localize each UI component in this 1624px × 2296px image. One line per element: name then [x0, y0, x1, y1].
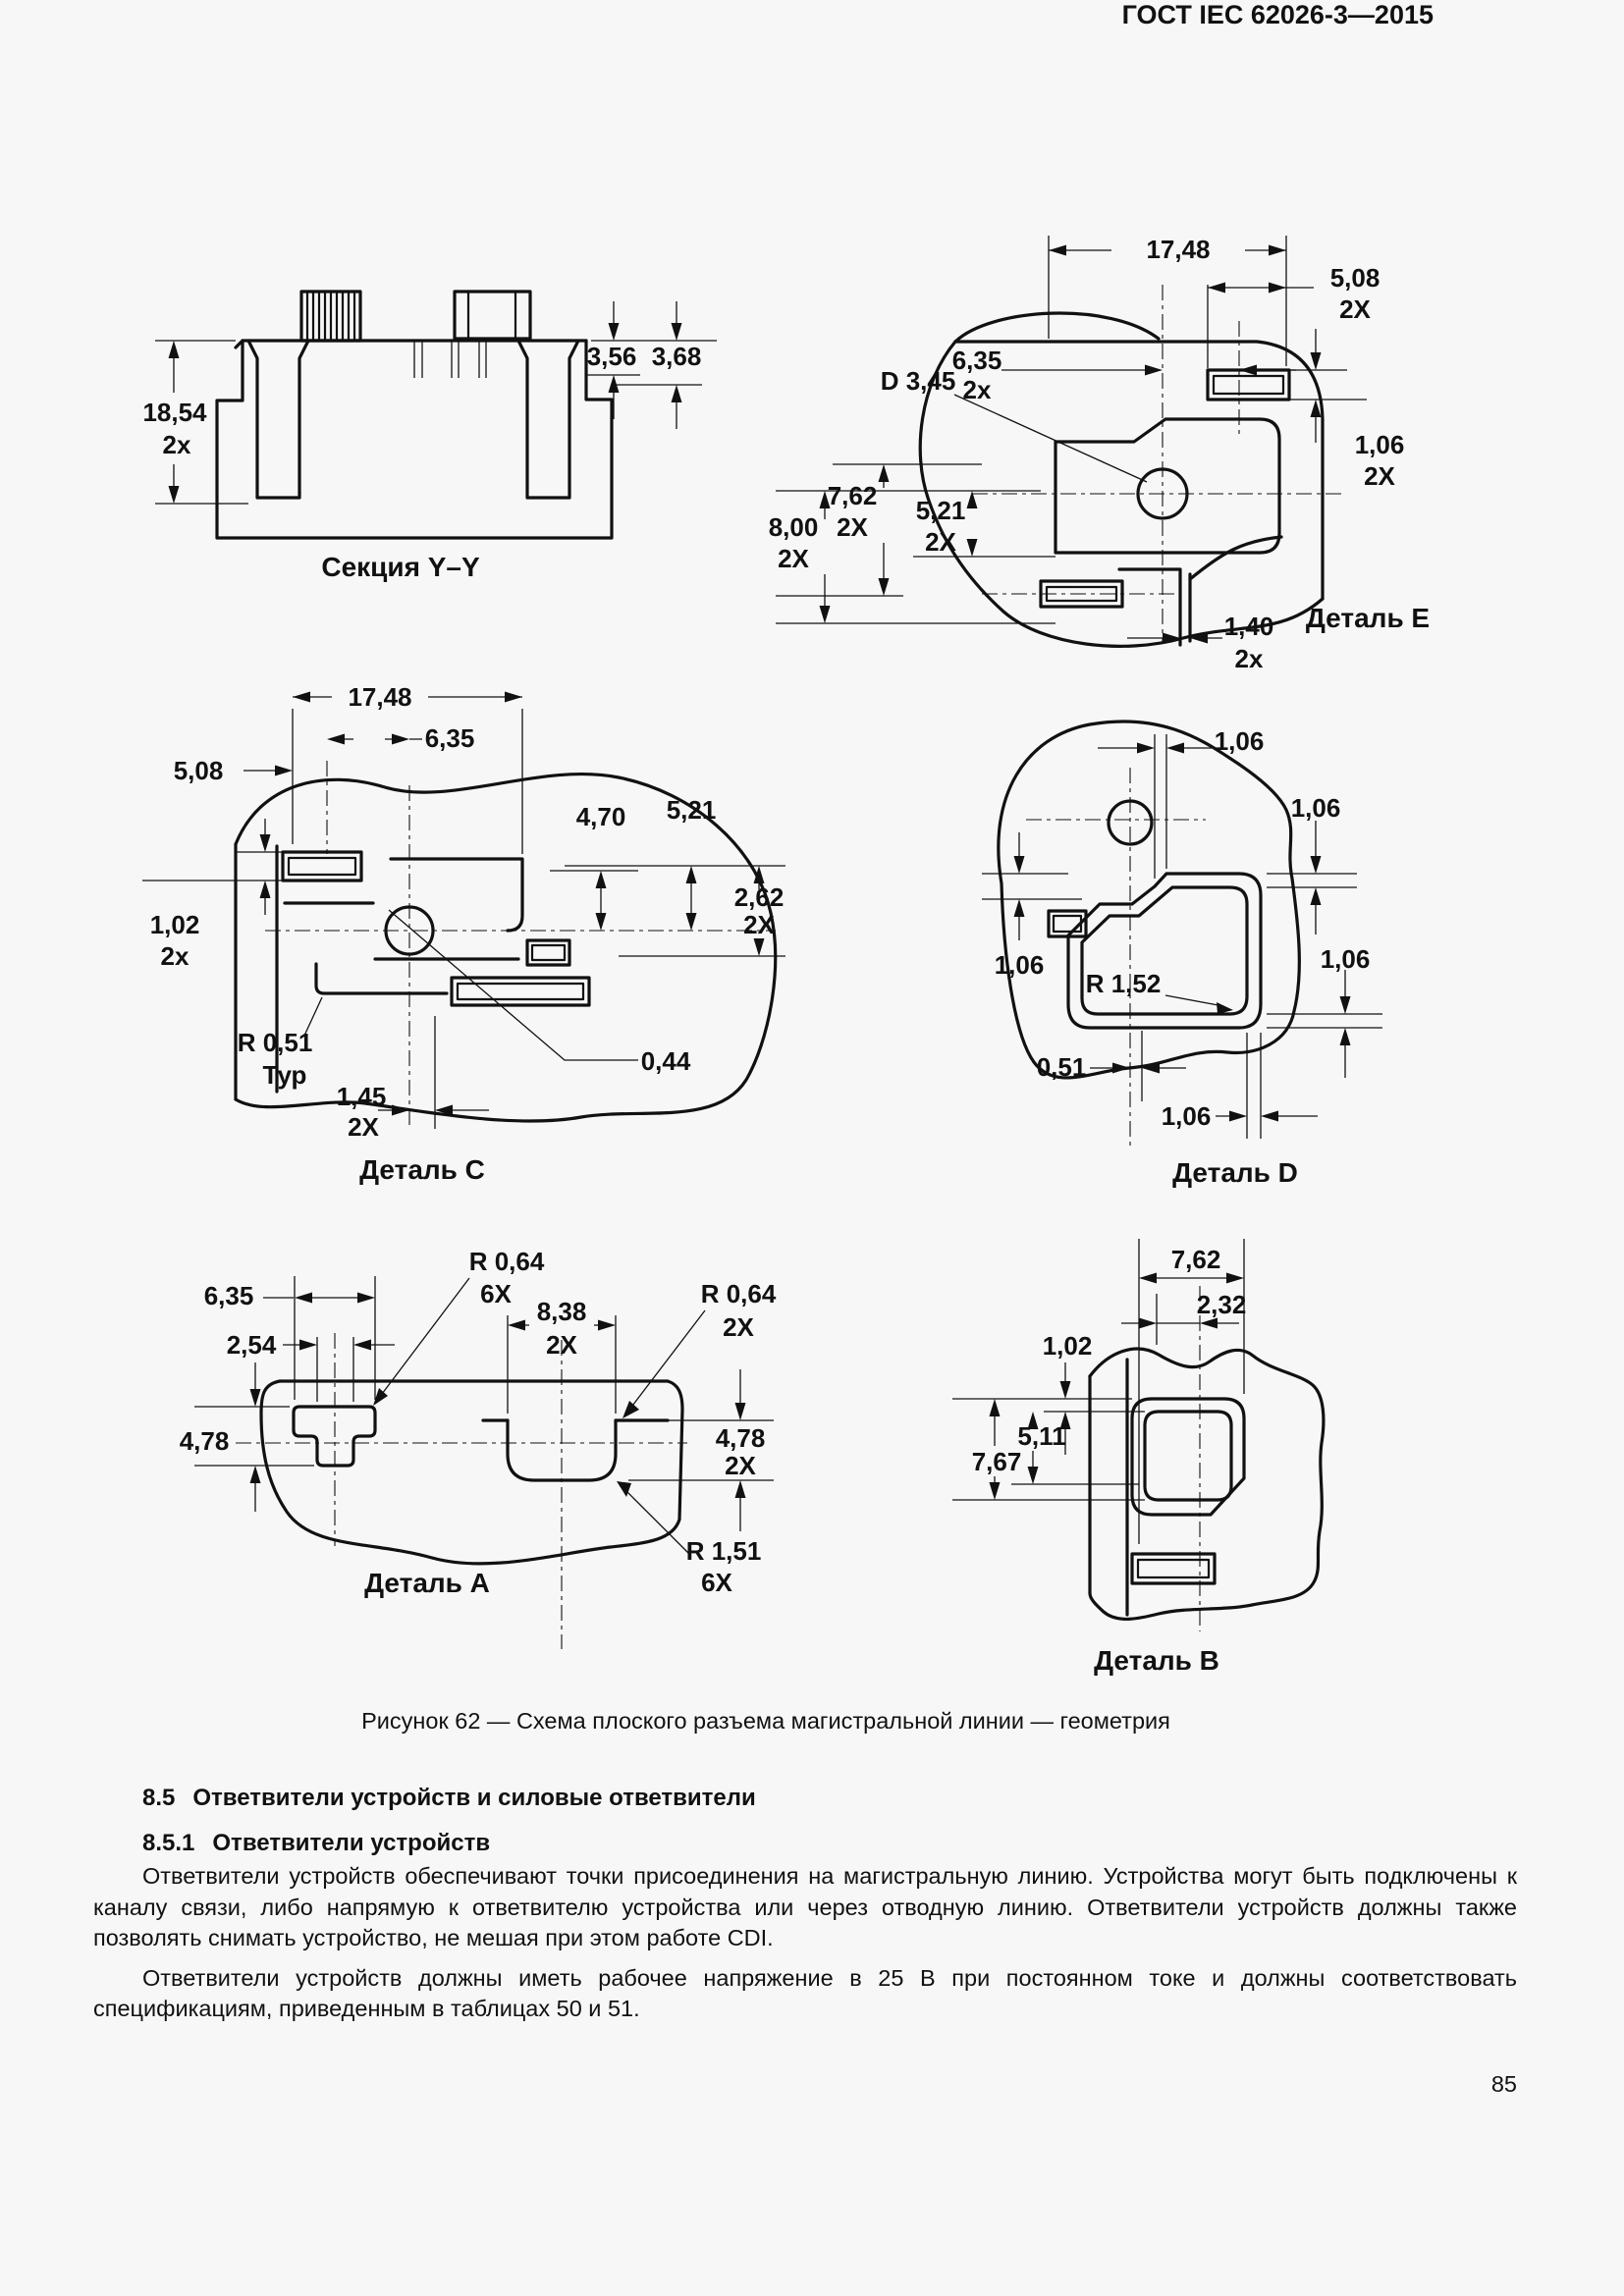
dim-r-0-51-note: Тур	[263, 1060, 307, 1090]
dim-4-78: 4,78	[180, 1426, 230, 1456]
heading-8-5: 8.5 Ответвители устройств и силовые ответ…	[142, 1785, 756, 1812]
part-outline	[259, 1379, 684, 1566]
dim-1-06-left: 1,06	[995, 950, 1045, 980]
dim-8-00: 8,00	[769, 512, 819, 542]
dim-5-21: 5,21	[667, 795, 717, 825]
dim-2-32: 2,32	[1197, 1290, 1247, 1319]
heading-8-5-1-title: Ответвители устройств	[212, 1830, 491, 1856]
label-detail-d: Деталь D	[1172, 1157, 1298, 1188]
dim-6-35: 6,35	[952, 346, 1002, 375]
dim-8-00-count: 2X	[778, 544, 809, 573]
centerlines	[972, 285, 1343, 643]
dim-6-35-count: 2x	[963, 375, 992, 404]
dimensions: 17,48 6,35 5,08 1,02 2x 4,70 5,21	[142, 682, 785, 1142]
dim-5-21: 5,21	[916, 496, 966, 525]
dim-5-08: 5,08	[1330, 263, 1380, 293]
dim-1-06: 1,06	[1355, 430, 1405, 459]
heading-8-5-1: 8.5.1 Ответвители устройств	[142, 1830, 490, 1857]
dim-5-21-count: 2X	[925, 527, 956, 557]
centerlines	[236, 1333, 687, 1649]
drawing-detail-a: 6,35 2,54 R 0,64 6X 4,78 8,38 2X R 0,64 …	[180, 1247, 777, 1649]
dim-1-40: 1,40	[1224, 612, 1274, 641]
page-header: ГОСТ IEC 62026-3—2015	[1121, 0, 1434, 29]
dim-5-11: 5,11	[1017, 1421, 1065, 1451]
dim-6-35: 6,35	[204, 1281, 254, 1310]
dim-1-02-count: 2x	[161, 941, 189, 971]
dim-1-06-top: 1,06	[1215, 726, 1265, 756]
dim-r-0-64b: R 0,64	[701, 1279, 777, 1308]
part-outline	[215, 290, 614, 540]
drawing-detail-c: 17,48 6,35 5,08 1,02 2x 4,70 5,21	[142, 682, 785, 1185]
dimensions: 17,48 5,08 2X 6,35 2x D 3,45 7,62 2X 8,0…	[769, 235, 1405, 673]
part-outline	[1088, 1347, 1326, 1621]
dim-1-06-count: 2X	[1364, 461, 1395, 491]
dimensions: 1,06 1,06 1,06 1,06 R 1,52 0,51 1,06	[982, 726, 1382, 1139]
dim-5-08: 5,08	[174, 756, 224, 785]
dim-5-08-count: 2X	[1339, 294, 1371, 324]
dim-r-1-52: R 1,52	[1086, 969, 1162, 998]
dim-7-67: 7,67	[972, 1447, 1022, 1476]
paragraph-1: Ответвители устройств обеспечивают точки…	[93, 1863, 1517, 1950]
dimensions: 7,62 2,32 1,02 7,67 5,11	[952, 1239, 1246, 1544]
dim-8-38-count: 2X	[546, 1330, 577, 1360]
figure-caption: Рисунок 62 — Схема плоского разъема маги…	[361, 1708, 1170, 1734]
drawing-detail-b: 7,62 2,32 1,02 7,67 5,11 Деталь B	[952, 1239, 1326, 1676]
part-outline	[234, 773, 778, 1123]
dim-4-70: 4,70	[576, 802, 626, 831]
dim-6-35: 6,35	[425, 723, 475, 753]
dim-4-78b: 4,78	[716, 1423, 766, 1453]
dim-2-54: 2,54	[227, 1330, 277, 1360]
heading-8-5-title: Ответвители устройств и силовые ответвит…	[192, 1785, 756, 1811]
label-detail-a: Деталь A	[364, 1568, 490, 1598]
label-section-yy: Секция Y–Y	[321, 552, 480, 582]
page-number: 85	[1490, 2071, 1517, 2097]
dim-4-78b-count: 2X	[725, 1451, 756, 1480]
label-detail-b: Деталь B	[1094, 1645, 1219, 1676]
dim-7-62-count: 2X	[837, 512, 868, 542]
dim-r-1-51: R 1,51	[686, 1536, 762, 1566]
dim-18-54-count: 2x	[163, 430, 191, 459]
dimensions: 6,35 2,54 R 0,64 6X 4,78 8,38 2X R 0,64 …	[180, 1247, 777, 1597]
dim-8-38: 8,38	[537, 1297, 587, 1326]
dimensions: 18,54 2x 3,56 3,68	[142, 301, 717, 505]
drawing-section-yy: 18,54 2x 3,56 3,68 Секция Y–Y	[142, 290, 717, 582]
heading-8-5-1-number: 8.5.1	[142, 1830, 195, 1856]
paragraph-2: Ответвители устройств должны иметь рабоч…	[93, 1964, 1517, 2022]
dim-1-45: 1,45	[337, 1082, 387, 1111]
dim-1-45-count: 2X	[348, 1112, 379, 1142]
dim-d-3-45: D 3,45	[881, 366, 956, 396]
heading-8-5-number: 8.5	[142, 1785, 176, 1811]
part-outline	[918, 311, 1325, 648]
label-detail-e: Деталь E	[1306, 603, 1430, 633]
dim-17-48: 17,48	[348, 682, 411, 712]
dim-1-06-right: 1,06	[1321, 944, 1371, 974]
dim-1-06-bottom: 1,06	[1162, 1101, 1212, 1131]
dim-7-62: 7,62	[1171, 1245, 1221, 1274]
dim-r-0-64: R 0,64	[469, 1247, 545, 1276]
dim-1-02: 1,02	[150, 910, 200, 939]
dim-3-56: 3,56	[587, 342, 637, 371]
dim-r-0-64b-count: 2X	[723, 1312, 754, 1342]
part-outline	[997, 720, 1301, 1080]
dim-2-62-count: 2X	[743, 910, 775, 939]
dim-7-62: 7,62	[828, 481, 878, 510]
body-text: Ответвители устройств обеспечивают точки…	[93, 1861, 1517, 2025]
dim-r-0-51: R 0,51	[238, 1028, 313, 1057]
centerlines	[1026, 768, 1206, 1148]
dim-0-44: 0,44	[641, 1046, 691, 1076]
dim-18-54: 18,54	[142, 398, 207, 427]
drawing-detail-d: 1,06 1,06 1,06 1,06 R 1,52 0,51 1,06	[982, 720, 1382, 1188]
dim-0-51: 0,51	[1037, 1052, 1087, 1082]
centerlines	[265, 761, 776, 1129]
dim-1-02: 1,02	[1043, 1331, 1093, 1361]
dim-3-68: 3,68	[652, 342, 702, 371]
dim-17-48: 17,48	[1146, 235, 1210, 264]
dim-2-62: 2,62	[734, 882, 785, 912]
dim-r-1-51-count: 6X	[701, 1568, 732, 1597]
dim-1-06-top-right: 1,06	[1291, 793, 1341, 823]
drawing-detail-e: 17,48 5,08 2X 6,35 2x D 3,45 7,62 2X 8,0…	[769, 235, 1430, 673]
dim-r-0-64-count: 6X	[480, 1279, 512, 1308]
dim-1-40-count: 2x	[1235, 644, 1264, 673]
label-detail-c: Деталь C	[359, 1154, 485, 1185]
